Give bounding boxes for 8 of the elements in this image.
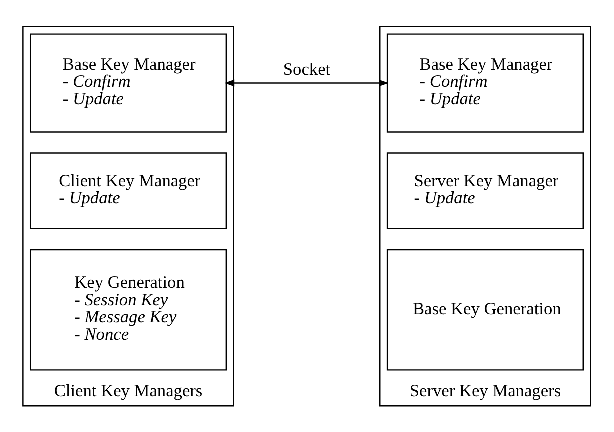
- edge-label: Socket: [283, 59, 331, 78]
- arrow: [224, 79, 389, 86]
- node-box: Server Key Manager - Update: [386, 152, 584, 230]
- node-box: Base Key Manager - Confirm - Update: [386, 33, 584, 132]
- node-box: Key Generation - Session Key - Message Key - Nonce: [30, 248, 228, 370]
- node-box: Base Key Manager - Confirm - Update: [30, 33, 228, 132]
- node-box: Base Key Generation: [386, 248, 584, 370]
- node-box: Client Key Manager - Update: [30, 152, 228, 230]
